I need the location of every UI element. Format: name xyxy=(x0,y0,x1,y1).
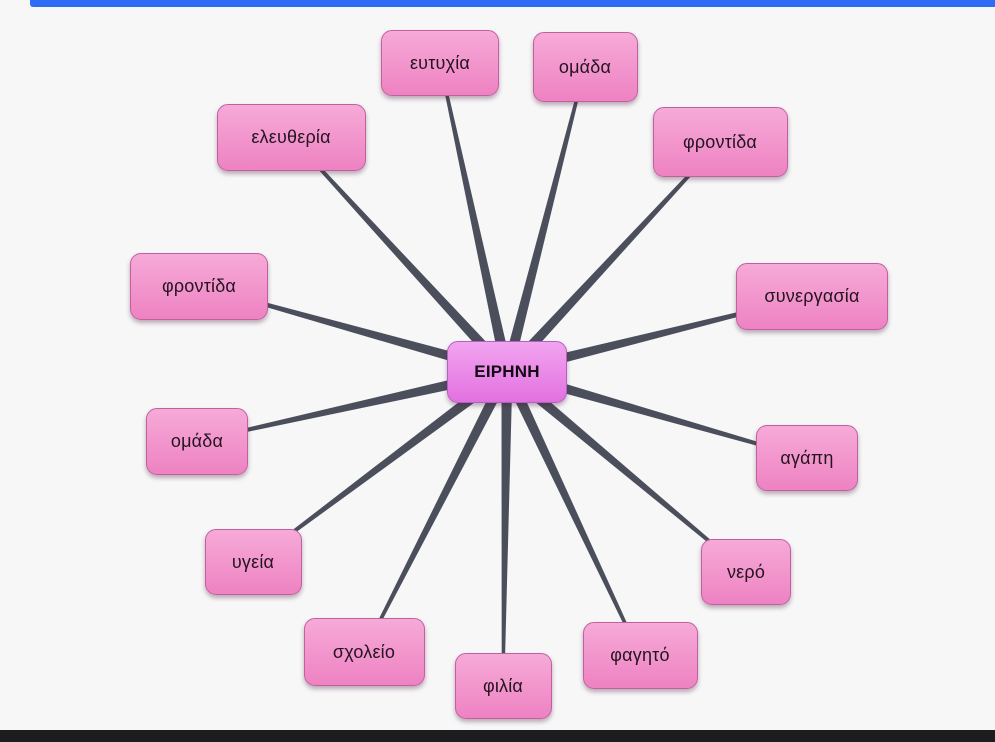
node-label: φροντίδα xyxy=(682,131,758,152)
top-accent-bar xyxy=(30,0,995,7)
mindmap-node[interactable]: ελευθερία xyxy=(216,103,366,171)
node-label: ομάδα xyxy=(558,56,612,77)
node-label: ευτυχία xyxy=(409,52,471,73)
mindmap-node[interactable]: φροντίδα xyxy=(130,252,268,320)
mindmap-edge xyxy=(503,141,721,376)
mindmap-edge xyxy=(362,369,512,653)
node-label: ΕΙΡΗΝΗ xyxy=(474,362,540,381)
mindmap-edge xyxy=(505,294,813,378)
mindmap-node[interactable]: νερό xyxy=(701,539,791,605)
mindmap-node[interactable]: φαγητό xyxy=(582,621,698,689)
mindmap-center-node[interactable]: ΕΙΡΗΝΗ xyxy=(447,341,567,403)
mindmap-node[interactable]: συνεργασία xyxy=(736,262,888,330)
mindmap-node[interactable]: σχολείο xyxy=(303,618,425,686)
mindmap-edge xyxy=(501,371,513,686)
node-label: υγεία xyxy=(231,551,275,572)
node-label: νερό xyxy=(726,561,766,582)
mindmap-node[interactable]: υγεία xyxy=(204,529,302,595)
node-label: ομάδα xyxy=(170,430,224,451)
node-label: ελευθερία xyxy=(251,126,331,147)
mindmap-edge xyxy=(198,284,509,378)
mindmap-edge xyxy=(503,367,747,573)
mindmap-edge xyxy=(502,369,642,656)
mindmap-edge xyxy=(252,367,511,563)
node-label: φροντίδα xyxy=(161,275,237,296)
mindmap-edge xyxy=(290,136,511,376)
node-label: αγάπη xyxy=(780,447,834,468)
node-label: συνεργασία xyxy=(764,285,860,306)
mindmap-node[interactable]: ομάδα xyxy=(532,32,638,102)
mindmap-edge xyxy=(501,66,587,374)
mindmap-edge xyxy=(505,366,808,460)
mindmap-node[interactable]: ευτυχία xyxy=(381,30,499,96)
mindmap-node[interactable]: φροντίδα xyxy=(652,107,788,177)
mindmap-node[interactable]: αγάπη xyxy=(756,425,858,491)
node-label: φαγητό xyxy=(610,644,670,665)
mindmap-node[interactable]: φιλία xyxy=(454,653,552,719)
bottom-bar xyxy=(0,730,995,742)
node-label: σχολείο xyxy=(332,641,396,662)
mindmap-edge xyxy=(196,366,509,443)
mindmap-edge xyxy=(438,62,513,374)
node-label: φιλία xyxy=(482,675,524,696)
mindmap-node[interactable]: ομάδα xyxy=(146,407,248,475)
